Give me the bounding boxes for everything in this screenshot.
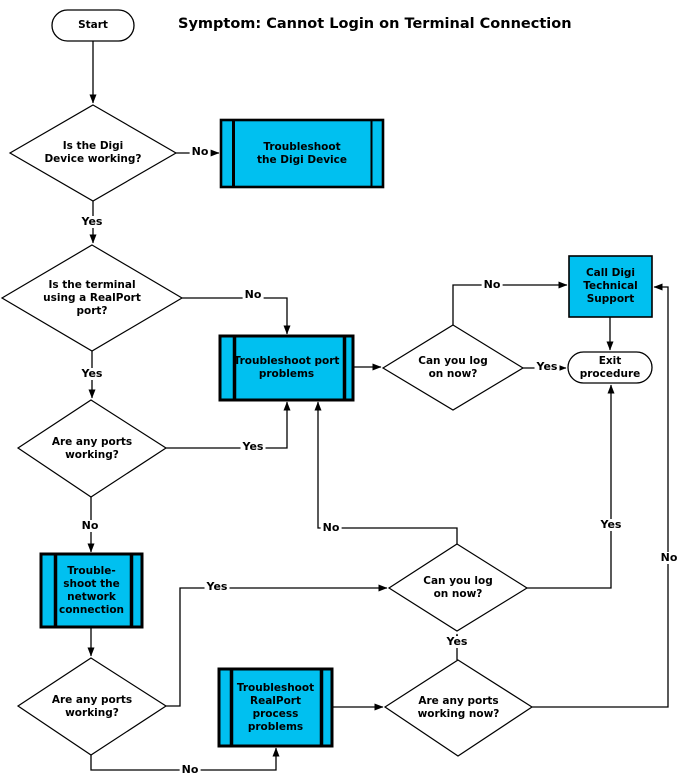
process-troubleshoot-digi-device-shape bbox=[219, 118, 385, 189]
edge-ports2-yes bbox=[166, 584, 388, 707]
decision-are-any-ports-working-now bbox=[383, 659, 534, 757]
decision-can-you-log-on-now-2 bbox=[387, 543, 529, 632]
edge-logon1-no bbox=[452, 281, 568, 325]
start-terminator-shape bbox=[51, 9, 135, 42]
edge-label-portsnow-yes: Yes bbox=[444, 635, 470, 648]
edge-ports1-yes bbox=[166, 401, 291, 449]
edge-label-portsnow-no: No bbox=[658, 551, 680, 564]
edge-logon2-no bbox=[314, 401, 458, 544]
process-troubleshoot-network-connection-shape bbox=[39, 552, 144, 629]
edge-label-ports1-no: No bbox=[79, 519, 101, 532]
edge-realport-no bbox=[182, 297, 291, 335]
edge-label-logon1-yes: Yes bbox=[534, 360, 560, 373]
exit-terminator-shape bbox=[567, 351, 653, 384]
edge-label-realport-no: No bbox=[242, 288, 264, 301]
edge-portsnow-no bbox=[532, 283, 669, 708]
edge-label-logon1-no: No bbox=[481, 278, 503, 291]
decision-are-any-ports-working-1 bbox=[16, 399, 168, 498]
edge-label-ports1-yes: Yes bbox=[240, 440, 266, 453]
decision-is-digi-device-working bbox=[8, 104, 178, 202]
process-troubleshoot-port-problems-shape bbox=[218, 334, 355, 402]
edge-label-realport-yes: Yes bbox=[79, 367, 105, 380]
edge-label-ports2-yes: Yes bbox=[204, 580, 230, 593]
decision-can-you-log-on-now-1 bbox=[381, 324, 525, 411]
edge-label-ports2-no: No bbox=[179, 763, 201, 776]
process-troubleshoot-realport-process-shape bbox=[217, 667, 334, 748]
decision-are-any-ports-working-2 bbox=[16, 657, 168, 756]
decision-is-terminal-using-realport bbox=[0, 244, 184, 352]
edge-label-digi-yes: Yes bbox=[79, 215, 105, 228]
diagram-title: Symptom: Cannot Login on Terminal Connec… bbox=[178, 16, 572, 32]
edge-label-digi-no: No bbox=[189, 145, 211, 158]
edge-label-logon2-yes: Yes bbox=[598, 518, 624, 531]
edge-label-logon2-no: No bbox=[320, 521, 342, 534]
process-call-digi-technical-support-shape bbox=[568, 255, 653, 318]
edge-lines bbox=[87, 41, 669, 771]
edge-logon2-yes bbox=[527, 384, 615, 589]
